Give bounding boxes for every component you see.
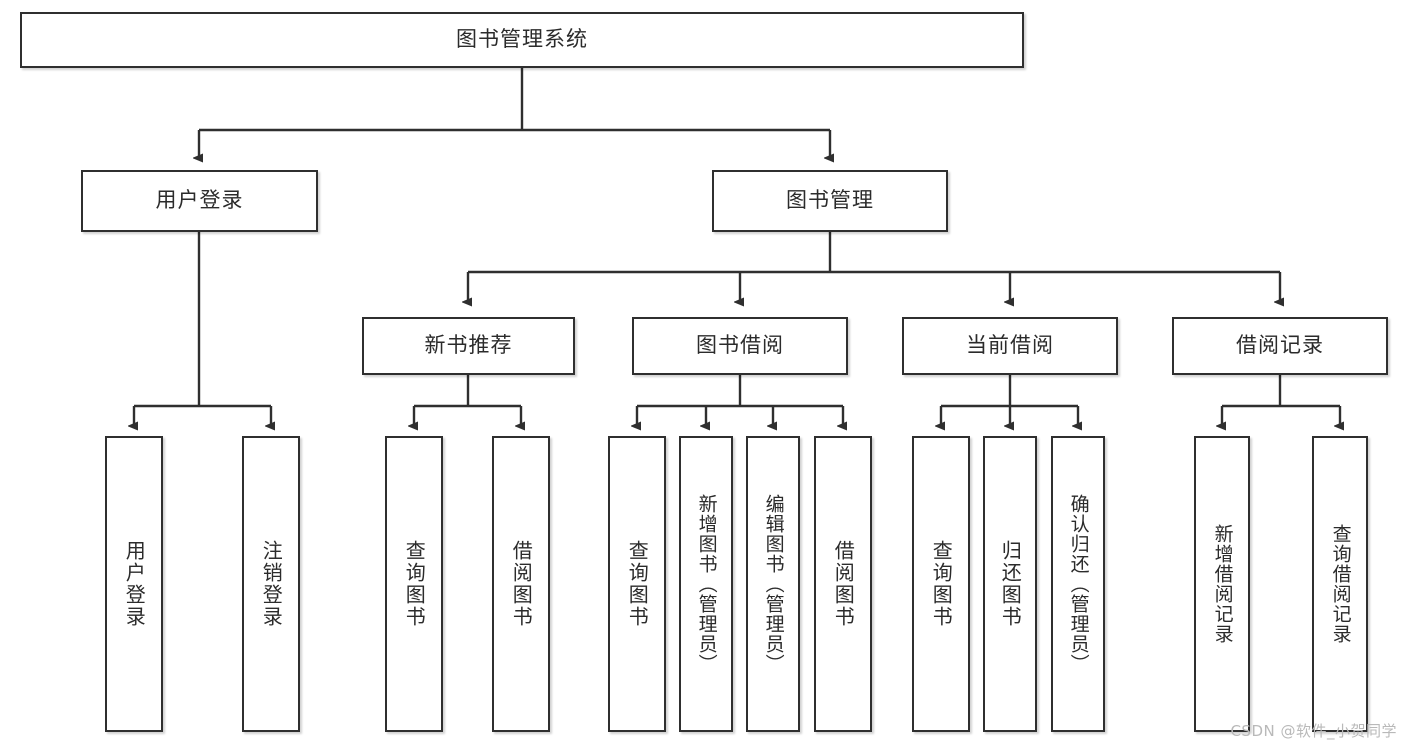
node-label: 图书管理 — [786, 188, 874, 213]
node-borrow-records[interactable]: 借阅记录 — [1172, 317, 1388, 375]
node-label: 确认归还（管理员） — [1067, 494, 1090, 674]
watermark-text: CSDN @软件_小贺同学 — [1230, 722, 1397, 740]
node-label: 归还图书 — [998, 540, 1023, 628]
leaf-return-book[interactable]: 归还图书 — [983, 436, 1037, 732]
node-label: 查询图书 — [402, 540, 427, 628]
node-label: 借阅记录 — [1236, 333, 1324, 358]
node-label: 查询图书 — [929, 540, 954, 628]
node-label: 注销登录 — [259, 540, 284, 628]
node-label: 新增图书（管理员） — [695, 494, 718, 674]
node-book-borrow[interactable]: 图书借阅 — [632, 317, 848, 375]
node-label: 图书借阅 — [696, 333, 784, 358]
leaf-add-book-admin[interactable]: 新增图书（管理员） — [679, 436, 733, 732]
node-label: 用户登录 — [155, 188, 244, 213]
node-root[interactable]: 图书管理系统 — [20, 12, 1024, 68]
node-label: 编辑图书（管理员） — [762, 494, 785, 674]
node-label: 新增借阅记录 — [1211, 524, 1234, 644]
leaf-user-login[interactable]: 用户登录 — [105, 436, 163, 732]
node-label: 查询图书 — [625, 540, 650, 628]
node-label: 用户登录 — [122, 540, 147, 628]
node-label: 新书推荐 — [424, 333, 513, 358]
leaf-borrow-book[interactable]: 借阅图书 — [814, 436, 872, 732]
node-current-borrow[interactable]: 当前借阅 — [902, 317, 1118, 375]
node-label: 图书管理系统 — [456, 27, 588, 52]
node-label: 查询借阅记录 — [1329, 524, 1352, 644]
leaf-query-book-current[interactable]: 查询图书 — [912, 436, 970, 732]
node-label: 借阅图书 — [831, 540, 856, 628]
node-label: 当前借阅 — [966, 333, 1054, 358]
leaf-confirm-return-admin[interactable]: 确认归还（管理员） — [1051, 436, 1105, 732]
leaf-query-book-recommend[interactable]: 查询图书 — [385, 436, 443, 732]
node-new-book-recommend[interactable]: 新书推荐 — [362, 317, 575, 375]
leaf-add-borrow-record[interactable]: 新增借阅记录 — [1194, 436, 1250, 732]
node-user-login[interactable]: 用户登录 — [81, 170, 318, 232]
node-label: 借阅图书 — [509, 540, 534, 628]
leaf-edit-book-admin[interactable]: 编辑图书（管理员） — [746, 436, 800, 732]
leaf-query-borrow-record[interactable]: 查询借阅记录 — [1312, 436, 1368, 732]
node-book-management[interactable]: 图书管理 — [712, 170, 948, 232]
leaf-logout[interactable]: 注销登录 — [242, 436, 300, 732]
leaf-query-book-borrow[interactable]: 查询图书 — [608, 436, 666, 732]
leaf-borrow-book-recommend[interactable]: 借阅图书 — [492, 436, 550, 732]
